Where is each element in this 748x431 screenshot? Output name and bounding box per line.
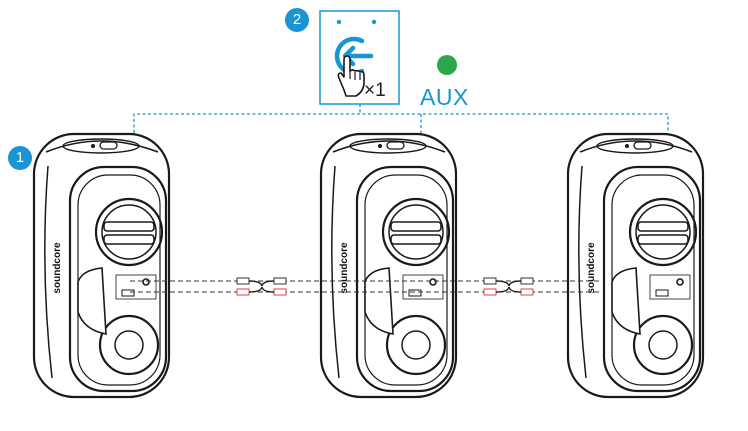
aux-cables xyxy=(130,277,600,296)
speaker-1: soundcore xyxy=(32,132,171,399)
speakers: soundcore soundcore soundcore xyxy=(32,132,705,399)
port-cover-flap xyxy=(77,267,107,335)
port-panel xyxy=(115,274,157,300)
speaker-top-rim xyxy=(62,138,140,154)
upper-woofer xyxy=(381,197,451,267)
speaker-top-cap xyxy=(332,140,446,153)
woofer-grip-bottom xyxy=(637,234,689,245)
press-count-label: ×1 xyxy=(364,80,386,101)
brand-logo-text: soundcore xyxy=(586,242,597,294)
aux-mode-label: AUX xyxy=(420,84,469,110)
step-2-badge: 2 xyxy=(285,8,309,32)
aux-port xyxy=(429,278,437,286)
lower-radiator-center xyxy=(114,330,144,360)
usb-port xyxy=(655,289,669,297)
port-cover-flap xyxy=(611,267,641,335)
top-led xyxy=(378,144,382,148)
panel-dot-left xyxy=(336,19,342,25)
port-panel xyxy=(402,274,444,300)
speaker-front-panel xyxy=(355,165,455,393)
pointing-hand-icon xyxy=(337,55,365,97)
upper-woofer xyxy=(628,197,698,267)
speaker-front-panel xyxy=(602,165,702,393)
port-cover-flap xyxy=(364,267,394,335)
woofer-grip-bottom xyxy=(390,234,442,245)
speaker-front-panel xyxy=(68,165,168,393)
power-button xyxy=(386,141,405,150)
step-1-badge: 1 xyxy=(8,146,32,170)
power-button xyxy=(633,141,652,150)
aux-indicator-light xyxy=(437,55,457,75)
lower-radiator xyxy=(385,314,447,376)
woofer-grip-top xyxy=(390,221,442,232)
lower-radiator-center xyxy=(648,330,678,360)
upper-woofer-ring xyxy=(388,204,444,260)
port-panel xyxy=(649,274,691,300)
brand-logo-text: soundcore xyxy=(339,242,350,294)
brand-logo-text: soundcore xyxy=(52,242,63,294)
upper-woofer-ring xyxy=(101,204,157,260)
cable-connector-left xyxy=(236,277,287,296)
speaker-top-cap xyxy=(45,140,159,153)
woofer-grip-top xyxy=(103,221,155,232)
button-panel xyxy=(319,10,400,105)
panel-dot-right xyxy=(371,19,377,25)
speaker-top-cap xyxy=(579,140,693,153)
woofer-grip-top xyxy=(637,221,689,232)
aux-port xyxy=(676,278,684,286)
speaker-side-band xyxy=(44,165,53,379)
aux-port xyxy=(142,278,150,286)
lower-radiator-center xyxy=(401,330,431,360)
cable-connector-right xyxy=(483,277,534,296)
power-button xyxy=(99,141,118,150)
speaker-side-band xyxy=(331,165,340,379)
upper-woofer-ring xyxy=(635,204,691,260)
usb-port xyxy=(121,289,135,297)
woofer-grip-bottom xyxy=(103,234,155,245)
speaker-3: soundcore xyxy=(566,132,705,399)
lower-radiator xyxy=(98,314,160,376)
usb-port xyxy=(408,289,422,297)
speaker-2: soundcore xyxy=(319,132,458,399)
speaker-top-rim xyxy=(349,138,427,154)
speaker-side-band xyxy=(578,165,587,379)
top-led xyxy=(91,144,95,148)
speaker-top-rim xyxy=(596,138,674,154)
lower-radiator xyxy=(632,314,694,376)
top-led xyxy=(625,144,629,148)
upper-woofer xyxy=(94,197,164,267)
